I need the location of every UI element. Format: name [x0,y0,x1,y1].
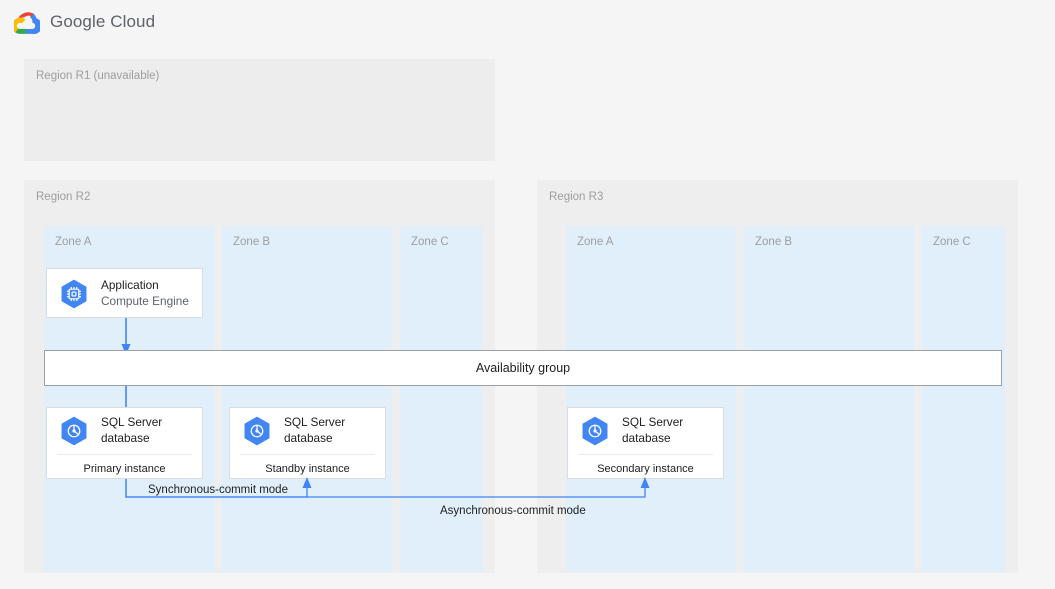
zone-r2-c-label: Zone C [411,236,449,248]
secondary-db-role: Secondary instance [597,463,694,475]
region-r2-label: Region R2 [36,191,91,203]
zone-r3-a-label: Zone A [577,236,614,248]
standby-db-title-line1: SQL Server [284,415,346,430]
primary-db-title-line1: SQL Server [101,415,163,430]
availability-group-label: Availability group [475,361,571,375]
app-header: Google Cloud [0,0,1055,44]
zone-r2-c: Zone C [400,226,483,572]
card-secondary-instance[interactable]: SQL Server database Secondary instance [567,407,724,479]
secondary-db-title-line1: SQL Server [622,415,684,430]
sql-server-database-icon [582,416,608,446]
google-cloud-logo-icon [14,12,40,34]
card-application[interactable]: Application Compute Engine [46,268,203,318]
card-divider [240,454,375,455]
sql-server-database-icon [61,416,87,446]
region-r1-label: Region R1 (unavailable) [36,70,160,82]
card-primary-instance[interactable]: SQL Server database Primary instance [46,407,203,479]
secondary-db-title-line2: database [622,431,671,445]
connector-application-to-availability-group [121,317,131,355]
zone-r2-b-label: Zone B [233,236,271,248]
product-name: Google Cloud [50,12,156,31]
region-r1: Region R1 (unavailable) [24,59,495,161]
standby-db-role: Standby instance [265,463,350,475]
card-divider [578,454,713,455]
asynchronous-commit-label: Asynchronous-commit mode [440,505,586,517]
application-subtitle: Compute Engine [101,294,189,308]
architecture-diagram: Region R1 (unavailable) Region R2 Zone A… [0,44,1055,589]
card-divider [57,454,192,455]
primary-db-role: Primary instance [83,463,166,475]
region-r3-label: Region R3 [549,191,604,203]
compute-engine-icon [61,279,87,309]
zone-r3-c-label: Zone C [933,236,971,248]
primary-db-title-line2: database [101,431,150,445]
sql-server-database-icon [244,416,270,446]
standby-db-title-line2: database [284,431,333,445]
zone-r3-a: Zone A [566,226,736,572]
availability-group-bar: Availability group [44,350,1002,386]
connector-synchronous-commit [125,477,312,498]
zone-r2-b: Zone B [222,226,392,572]
zone-r3-b-label: Zone B [755,236,793,248]
application-title: Application [101,278,159,293]
card-standby-instance[interactable]: SQL Server database Standby instance [229,407,386,479]
zone-r3-c: Zone C [922,226,1005,572]
zone-r2-a-label: Zone A [55,236,92,248]
zone-r3-b: Zone B [744,226,914,572]
synchronous-commit-label: Synchronous-commit mode [144,484,292,496]
